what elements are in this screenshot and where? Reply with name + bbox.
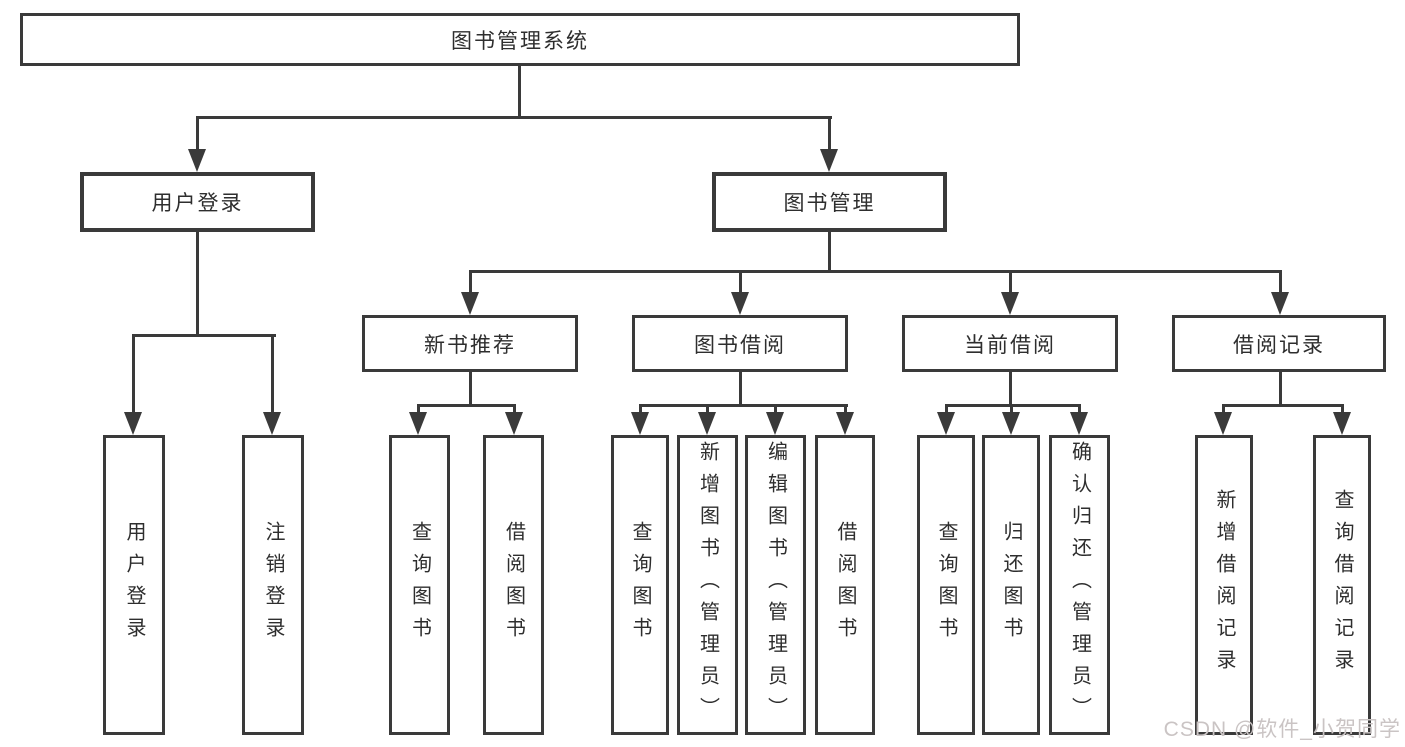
connector-line [706, 404, 709, 416]
connector-line [1279, 270, 1282, 295]
node-book-management: 图书管理 [712, 172, 947, 232]
leaf-edit-book-admin: 编辑图书（管理员） [745, 435, 806, 735]
connector-line [417, 404, 516, 407]
arrow-down-icon [124, 412, 142, 435]
arrow-down-icon [1214, 412, 1232, 435]
leaf-newbook-borrow-book: 借阅图书 [483, 435, 544, 735]
leaf-return-book: 归还图书 [982, 435, 1040, 735]
leaf-current-query-book: 查询图书 [917, 435, 975, 735]
arrow-down-icon [1070, 412, 1088, 435]
connector-line [469, 372, 472, 407]
node-new-book-recommend: 新书推荐 [362, 315, 578, 372]
connector-line [739, 270, 742, 295]
node-book-borrow: 图书借阅 [632, 315, 848, 372]
arrow-down-icon [461, 292, 479, 315]
connector-line [518, 66, 521, 118]
connector-line [1009, 270, 1012, 295]
leaf-add-book-admin: 新增图书（管理员） [677, 435, 738, 735]
arrow-down-icon [1271, 292, 1289, 315]
connector-line [774, 404, 777, 416]
connector-line [945, 404, 1081, 407]
connector-line [945, 404, 948, 416]
connector-line [1279, 372, 1282, 407]
node-user-login: 用户登录 [80, 172, 315, 232]
arrow-down-icon [263, 412, 281, 435]
connector-line [417, 404, 420, 416]
connector-line [271, 334, 274, 414]
leaf-query-borrow-record: 查询借阅记录 [1313, 435, 1371, 735]
leaf-confirm-return-admin: 确认归还（管理员） [1049, 435, 1110, 735]
connector-line [132, 334, 135, 414]
arrow-down-icon [631, 412, 649, 435]
connector-line [469, 270, 1282, 273]
connector-line [1222, 404, 1225, 416]
leaf-logout: 注销登录 [242, 435, 304, 735]
arrow-down-icon [698, 412, 716, 435]
arrow-down-icon [505, 412, 523, 435]
arrow-down-icon [766, 412, 784, 435]
connector-line [828, 116, 831, 152]
connector-line [1010, 404, 1013, 416]
leaf-user-login: 用户登录 [103, 435, 165, 735]
connector-line [132, 334, 276, 337]
connector-line [196, 116, 832, 119]
arrow-down-icon [937, 412, 955, 435]
connector-line [196, 116, 199, 152]
connector-line [196, 232, 199, 337]
connector-line [739, 372, 742, 407]
connector-line [1341, 404, 1344, 416]
arrow-down-icon [1001, 292, 1019, 315]
connector-line [828, 232, 831, 273]
arrow-down-icon [731, 292, 749, 315]
node-root: 图书管理系统 [20, 13, 1020, 66]
arrow-down-icon [188, 149, 206, 172]
arrow-down-icon [1002, 412, 1020, 435]
connector-line [639, 404, 642, 416]
connector-line [844, 404, 847, 416]
leaf-add-borrow-record: 新增借阅记录 [1195, 435, 1253, 735]
connector-line [513, 404, 516, 416]
arrow-down-icon [409, 412, 427, 435]
leaf-borrow-book: 借阅图书 [815, 435, 875, 735]
watermark: CSDN @软件_小贺同学 [1163, 718, 1401, 741]
arrow-down-icon [820, 149, 838, 172]
node-borrow-records: 借阅记录 [1172, 315, 1386, 372]
connector-line [1222, 404, 1344, 407]
connector-line [639, 404, 848, 407]
arrow-down-icon [1333, 412, 1351, 435]
leaf-newbook-query-book: 查询图书 [389, 435, 450, 735]
arrow-down-icon [836, 412, 854, 435]
leaf-borrow-query-book: 查询图书 [611, 435, 669, 735]
connector-line [1009, 372, 1012, 407]
connector-line [1078, 404, 1081, 416]
connector-line [469, 270, 472, 295]
node-current-borrow: 当前借阅 [902, 315, 1118, 372]
